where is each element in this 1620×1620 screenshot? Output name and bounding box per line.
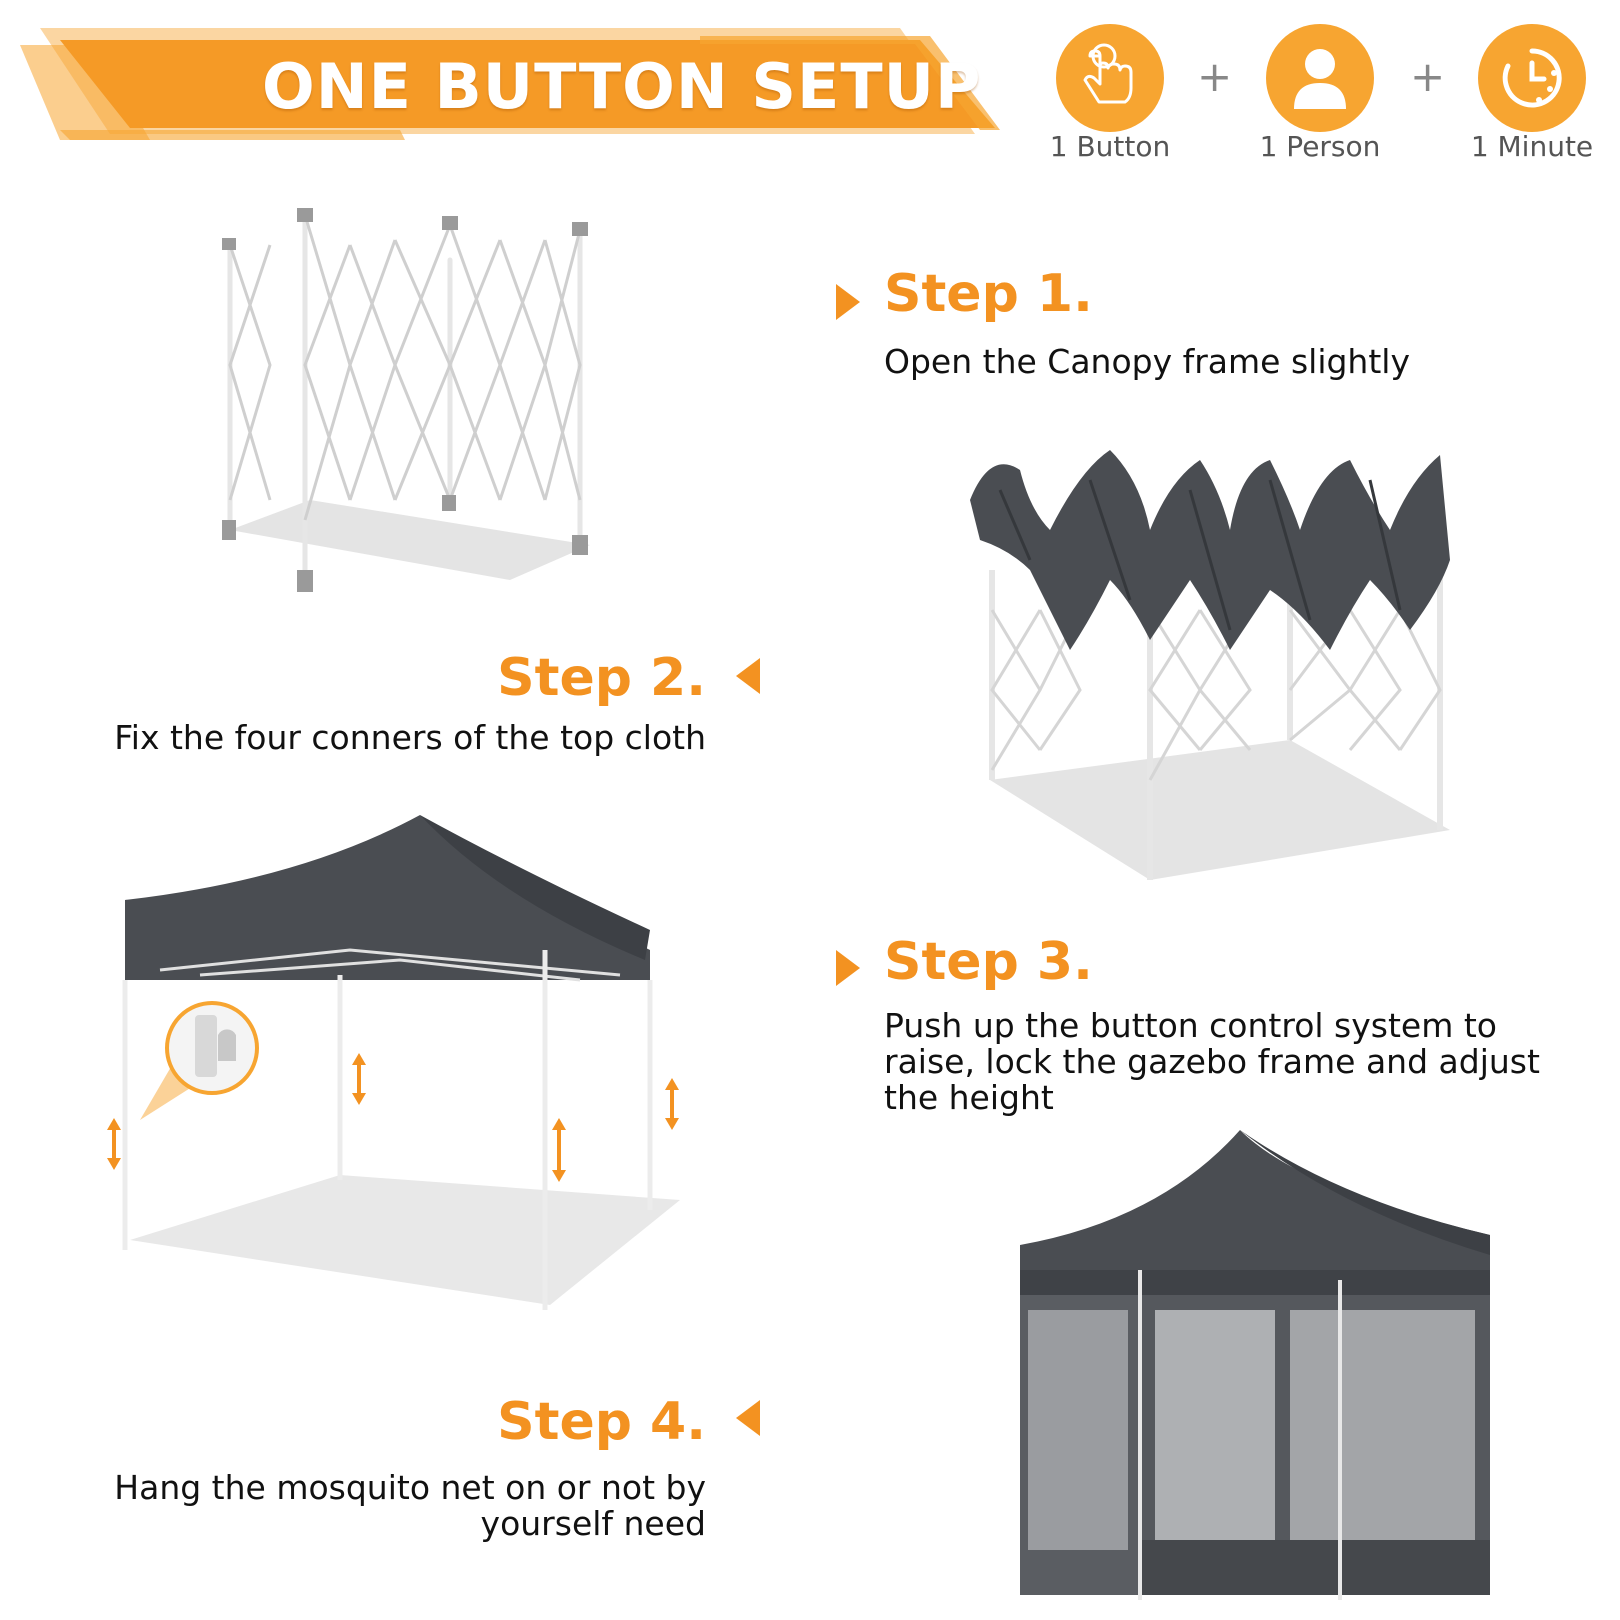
step-3-title: Step 3. — [884, 932, 1093, 992]
step-3-arrow-icon — [836, 950, 860, 986]
step-4-title: Step 4. — [497, 1392, 706, 1452]
finger-press-icon — [1083, 43, 1133, 104]
half-open-canopy-illustration — [970, 450, 1450, 880]
step-1-arrow-icon — [836, 284, 860, 320]
feature-label-person: 1 Person — [1259, 130, 1381, 163]
step-4-arrow-icon — [736, 1400, 760, 1436]
mesh-canopy-illustration — [1020, 1130, 1490, 1600]
step-4-description: Hang the mosquito net on or not by yours… — [114, 1468, 706, 1543]
feature-badge-minute — [1478, 24, 1586, 132]
step-2-description: Fix the four conners of the top cloth — [114, 718, 706, 757]
step-3-description: Push up the button control system to rai… — [884, 1006, 1540, 1117]
person-icon — [1294, 49, 1346, 109]
feature-badge-button — [1056, 24, 1164, 132]
step-2-title: Step 2. — [497, 648, 706, 708]
feature-label-minute: 1 Minute — [1470, 130, 1594, 163]
folded-frame-illustration — [222, 208, 590, 592]
page-title: ONE BUTTON SETUP — [262, 50, 982, 123]
plus-separator: + — [1197, 52, 1233, 101]
step-1-title: Step 1. — [884, 264, 1093, 324]
feature-label-button: 1 Button — [1049, 130, 1171, 163]
step-2-arrow-icon — [736, 658, 760, 694]
plus-separator: + — [1410, 52, 1446, 101]
step-1-description: Open the Canopy frame slightly — [884, 342, 1410, 381]
timer-icon — [1502, 48, 1562, 108]
feature-badge-person — [1266, 24, 1374, 132]
header-banner — [20, 28, 1000, 140]
open-canopy-illustration — [107, 815, 680, 1310]
